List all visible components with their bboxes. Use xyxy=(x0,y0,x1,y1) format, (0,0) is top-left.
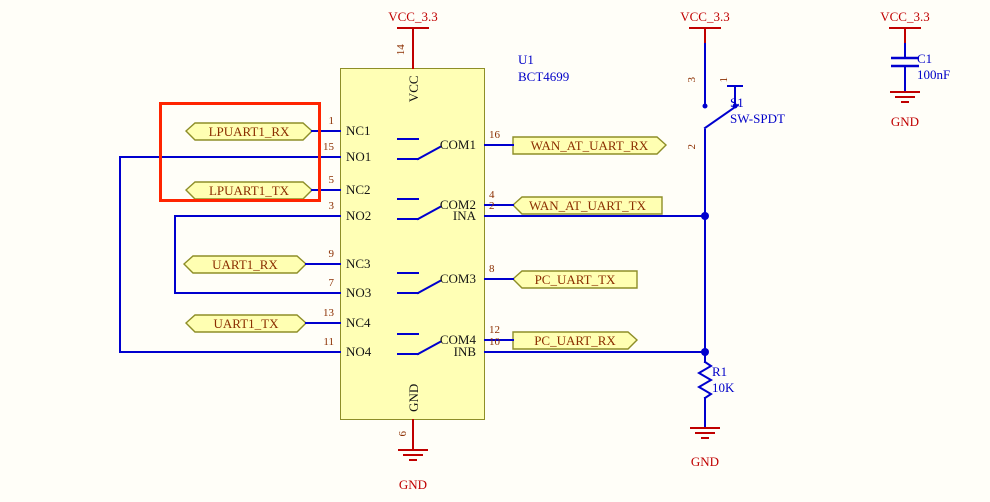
port-pc-uart-rx[interactable] xyxy=(512,331,639,350)
s1-value[interactable]: SW-SPDT xyxy=(730,111,785,126)
selection-highlight-box xyxy=(159,102,321,202)
c1-value[interactable]: 100nF xyxy=(917,67,951,82)
pin-number-inb: 10 xyxy=(489,336,500,348)
pin-name-com1: COM1 xyxy=(439,137,476,152)
junction-ina xyxy=(701,212,709,220)
port-uart1-tx[interactable] xyxy=(184,314,308,333)
pin-number-no1: 15 xyxy=(323,141,334,153)
pin-name-com2: COM2 xyxy=(439,197,476,212)
pin-number-no3: 7 xyxy=(328,277,335,289)
vcc-symbol-s1[interactable] xyxy=(689,27,721,43)
pin-name-gnd: GND xyxy=(406,383,422,412)
pin-number-com1: 16 xyxy=(489,129,500,141)
u1-switch-glyphs xyxy=(397,138,442,356)
port-label-wan-at-uart-tx: WAN_AT_UART_TX xyxy=(529,198,646,213)
pin-number-nc1: 1 xyxy=(328,115,335,127)
r1-designator[interactable]: R1 xyxy=(712,364,728,379)
port-uart1-rx[interactable] xyxy=(182,255,308,274)
pin-name-inb: INB xyxy=(453,344,476,359)
u1-designator[interactable]: U1 xyxy=(518,52,534,67)
gnd-symbol-u1[interactable] xyxy=(398,419,428,461)
s1-pin-2: 2 xyxy=(686,144,699,150)
vcc-label-c1: VCC_3.3 xyxy=(880,9,930,24)
pin-number-com2: 4 xyxy=(489,189,495,201)
gnd-label-c1: GND xyxy=(890,114,920,129)
port-label-lpuart1-tx: LPUART1_TX xyxy=(208,183,290,198)
vcc-symbol-c1[interactable] xyxy=(889,27,921,43)
pin-number-ina: 2 xyxy=(489,200,495,212)
port-wan-at-uart-tx[interactable] xyxy=(511,196,663,215)
pin-name-no1: NO1 xyxy=(346,149,372,164)
vcc-label-s1: VCC_3.3 xyxy=(680,9,730,24)
pin-number-no4: 11 xyxy=(323,336,334,348)
pin-number-nc2: 5 xyxy=(328,174,335,186)
s1-pin-3: 3 xyxy=(686,77,699,83)
vcc-symbol-u1[interactable] xyxy=(397,27,429,69)
s1-pin-1: 1 xyxy=(718,77,731,83)
spdt-switch[interactable] xyxy=(702,85,743,130)
u1-value[interactable]: BCT4699 xyxy=(518,69,570,84)
pin-name-no2: NO2 xyxy=(346,208,372,223)
pin-number-com4: 12 xyxy=(489,324,500,336)
pin-name-no3: NO3 xyxy=(346,285,372,300)
vcc-label-u1: VCC_3.3 xyxy=(388,9,438,24)
gnd-symbol-c1[interactable] xyxy=(890,91,920,103)
pin-name-vcc: VCC xyxy=(406,75,422,103)
port-pc-uart-tx[interactable] xyxy=(511,270,638,289)
pin-name-nc4: NC4 xyxy=(346,315,371,330)
s1-designator[interactable]: S1 xyxy=(730,95,744,110)
pin-number-gnd: 6 xyxy=(397,431,410,437)
pin-name-com4: COM4 xyxy=(439,332,476,347)
port-lpuart1-rx[interactable] xyxy=(184,122,314,141)
port-label-uart1-rx: UART1_RX xyxy=(212,257,278,272)
pin-number-vcc: 14 xyxy=(395,44,408,56)
pin-name-nc2: NC2 xyxy=(346,182,371,197)
junction-inb xyxy=(701,348,709,356)
pin-number-no2: 3 xyxy=(328,200,335,212)
pin-name-ina: INA xyxy=(452,208,476,223)
port-label-lpuart1-rx: LPUART1_RX xyxy=(208,124,290,139)
pin-name-com3: COM3 xyxy=(439,271,476,286)
pin-name-nc1: NC1 xyxy=(346,123,371,138)
u1-component-body[interactable] xyxy=(340,68,485,420)
resistor-r1[interactable] xyxy=(697,360,713,400)
gnd-label-r1: GND xyxy=(690,454,720,469)
port-label-pc-uart-rx: PC_UART_RX xyxy=(534,333,616,348)
pin-number-com3: 8 xyxy=(489,263,495,275)
port-label-wan-at-uart-rx: WAN_AT_UART_RX xyxy=(530,138,649,153)
port-label-uart1-tx: UART1_TX xyxy=(213,316,279,331)
pin-name-nc3: NC3 xyxy=(346,256,371,271)
signal-wires[interactable] xyxy=(119,41,906,429)
r1-value[interactable]: 10K xyxy=(712,380,735,395)
pin-name-no4: NO4 xyxy=(346,344,372,359)
pin-number-nc4: 13 xyxy=(323,307,334,319)
gnd-label-u1: GND xyxy=(398,477,428,492)
gnd-symbol-r1[interactable] xyxy=(690,427,720,439)
port-label-pc-uart-tx: PC_UART_TX xyxy=(534,272,616,287)
c1-designator[interactable]: C1 xyxy=(917,51,933,66)
port-wan-at-uart-rx[interactable] xyxy=(512,136,668,155)
pin-number-nc3: 9 xyxy=(328,248,335,260)
capacitor-c1[interactable] xyxy=(891,56,919,68)
